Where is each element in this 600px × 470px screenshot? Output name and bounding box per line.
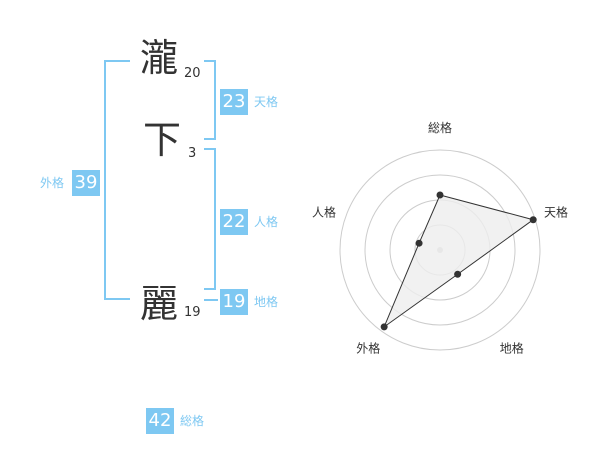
stroke-count-3: 19 (184, 305, 201, 320)
radar-axis-label: 外格 (356, 341, 380, 356)
radar-axis-label: 地格 (500, 341, 524, 356)
jinkaku-badge: 22 (220, 209, 248, 235)
gaikaku-label: 外格 (40, 176, 65, 190)
chikaku-badge: 19 (220, 289, 248, 315)
stroke-count-1: 20 (184, 66, 201, 81)
radar-point-0 (436, 191, 444, 199)
radar-point-2 (454, 270, 462, 278)
chikaku-label: 地格 (254, 295, 279, 309)
radar-grid-ring (339, 149, 541, 351)
radar-axis-label: 人格 (312, 204, 336, 219)
radar-axis-label: 天格 (544, 204, 568, 219)
chikaku-connector (204, 299, 218, 301)
stroke-count-2: 3 (188, 146, 197, 161)
tenkaku-badge: 23 (220, 89, 248, 115)
gaikaku-bracket (104, 60, 130, 300)
soukaku-label: 総格 (180, 414, 205, 428)
name-char-1: 瀧 (140, 36, 179, 80)
jinkaku-label: 人格 (254, 215, 279, 229)
radar-point-3 (380, 323, 388, 331)
name-char-2: 下 (143, 118, 182, 162)
tenkaku-label: 天格 (254, 95, 279, 109)
radar-point-4 (415, 239, 423, 247)
soukaku-badge: 42 (146, 408, 174, 434)
gaikaku-badge: 39 (72, 170, 100, 196)
tenkaku-bracket (204, 60, 216, 140)
radar-series-polygon (383, 194, 535, 329)
radar-grid-ring (364, 174, 516, 326)
name-char-3: 麗 (140, 282, 179, 326)
jinkaku-bracket (204, 148, 216, 290)
radar-axis-label: 総格 (428, 120, 452, 135)
radar-point-1 (529, 216, 537, 224)
